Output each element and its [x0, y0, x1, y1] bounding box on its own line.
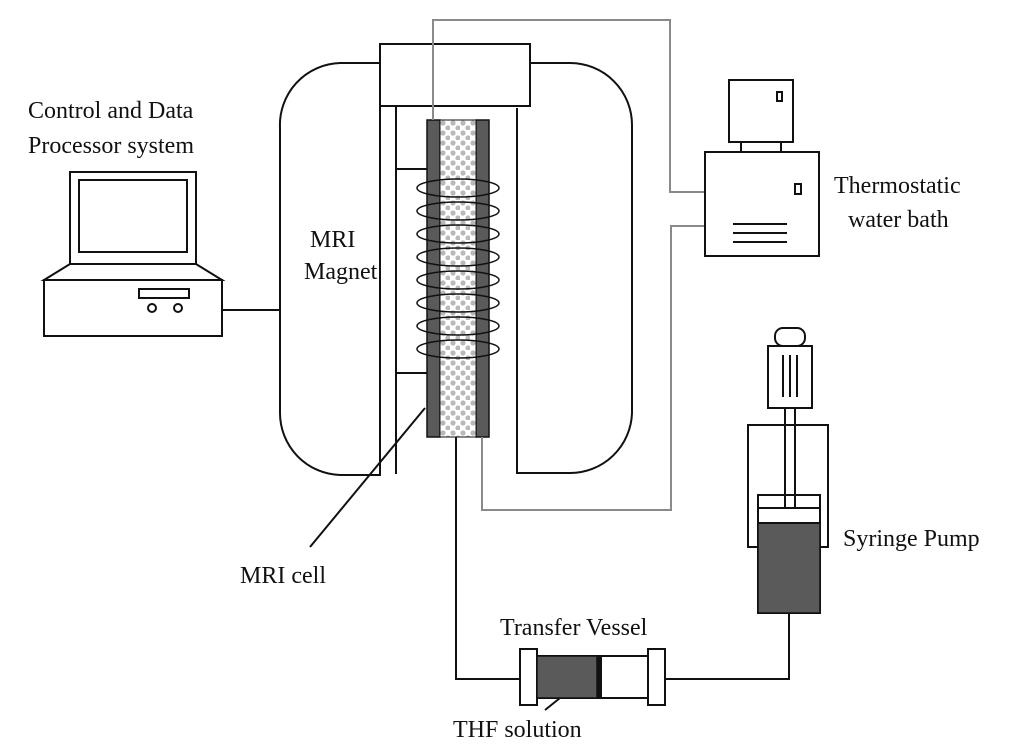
magnet-label-line1: MRI [310, 227, 355, 253]
mri-cell [426, 119, 490, 438]
transfer-vessel-icon [519, 648, 666, 706]
computer-label-line2: Processor system [28, 133, 194, 159]
mri-cell-label: MRI cell [240, 563, 326, 589]
water-bath-label-line2: water bath [848, 207, 949, 233]
mri-cell-leader [309, 407, 426, 548]
mri-magnet [278, 43, 633, 476]
syringe-pump-label: Syringe Pump [843, 526, 980, 552]
thf-solution-label: THF solution [453, 717, 582, 743]
cell-vessel-line [455, 437, 520, 680]
rf-coil [416, 178, 500, 359]
computer-icon [40, 171, 226, 337]
water-return-line [481, 225, 705, 511]
computer-label-line1: Control and Data [28, 98, 194, 124]
thf-solution-leader [544, 697, 561, 711]
water-bath-label-line1: Thermostatic [834, 173, 961, 199]
vessel-pump-line [665, 613, 790, 680]
water-supply-line [432, 19, 705, 193]
syringe-pump-icon [747, 327, 829, 614]
magnet-label-line2: Magnet [304, 259, 378, 285]
water-bath-icon [704, 79, 820, 257]
transfer-vessel-label: Transfer Vessel [500, 615, 648, 641]
